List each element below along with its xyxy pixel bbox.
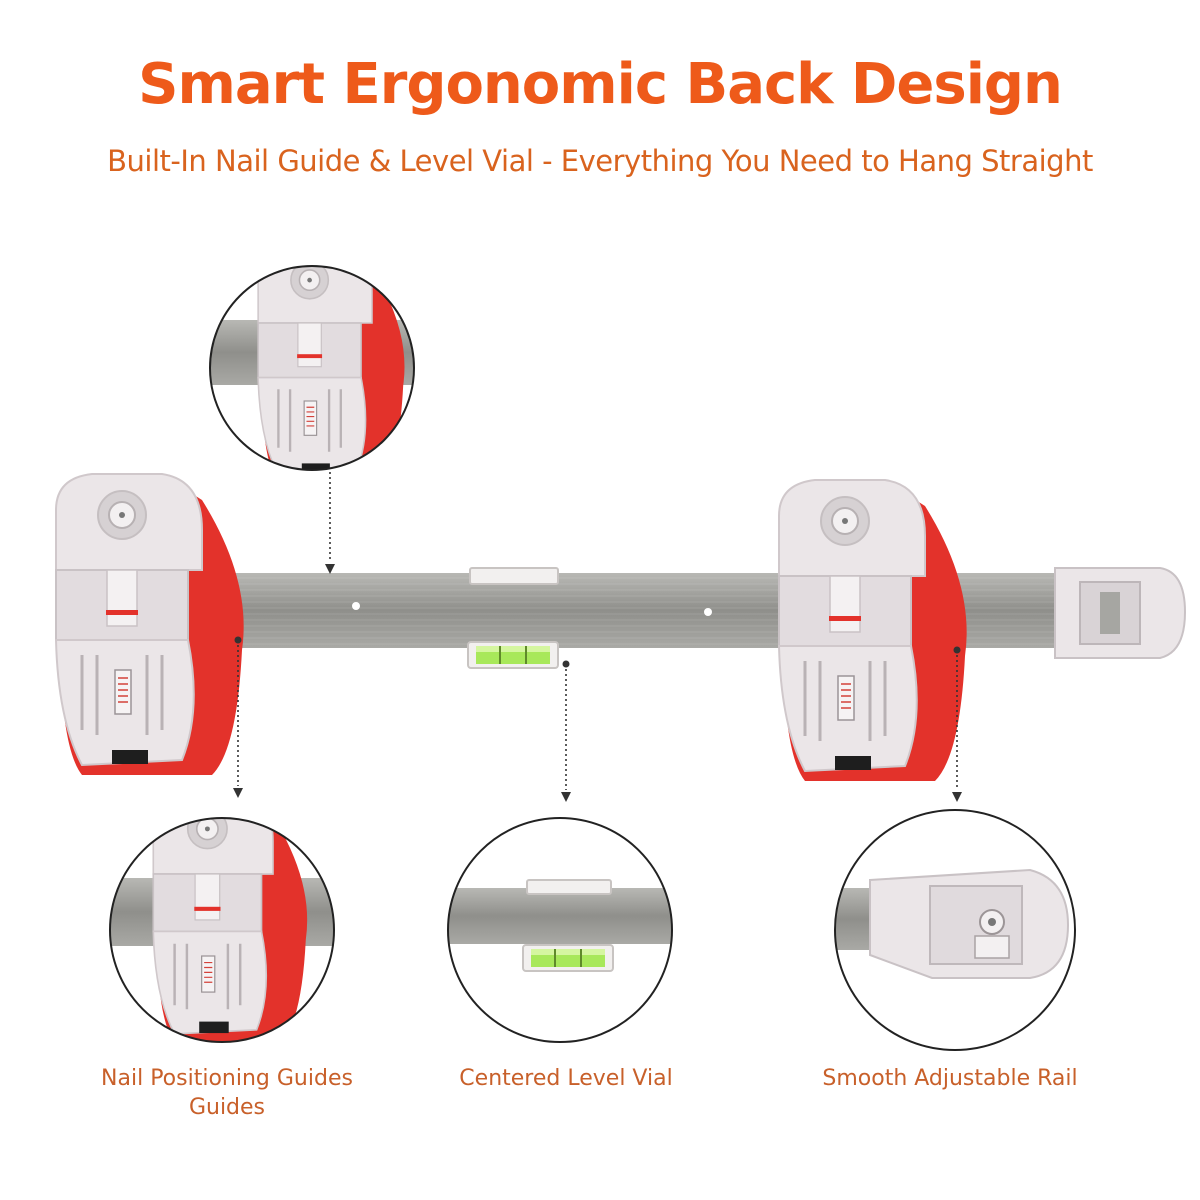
vial-clip [469,567,559,585]
level-vial [467,641,559,669]
detail-circle-adjustable-rail [834,809,1076,1051]
rail-hole [352,602,360,610]
page-title: Smart Ergonomic Back Design [138,52,1063,117]
detail-circle-nail-guides [109,817,335,1043]
end-cap [1054,567,1187,659]
page-subtitle: Built-In Nail Guide & Level Vial - Every… [107,144,1093,178]
caption-level-vial: Centered Level Vial [459,1066,673,1091]
detail-circle-top [209,265,415,471]
main-assembly [54,472,1187,783]
rail-hole [704,608,712,616]
caption-nail-guides: Nail Positioning Guides Guides [101,1066,353,1120]
detail-circle-level-vial [447,817,673,1043]
right-bracket [777,478,969,783]
arrow-head [952,792,962,802]
caption-adjustable-rail: Smooth Adjustable Rail [822,1066,1078,1091]
left-bracket [54,472,246,777]
arrow-head [233,788,243,798]
arrow-head [325,564,335,574]
arrow-head [561,792,571,802]
